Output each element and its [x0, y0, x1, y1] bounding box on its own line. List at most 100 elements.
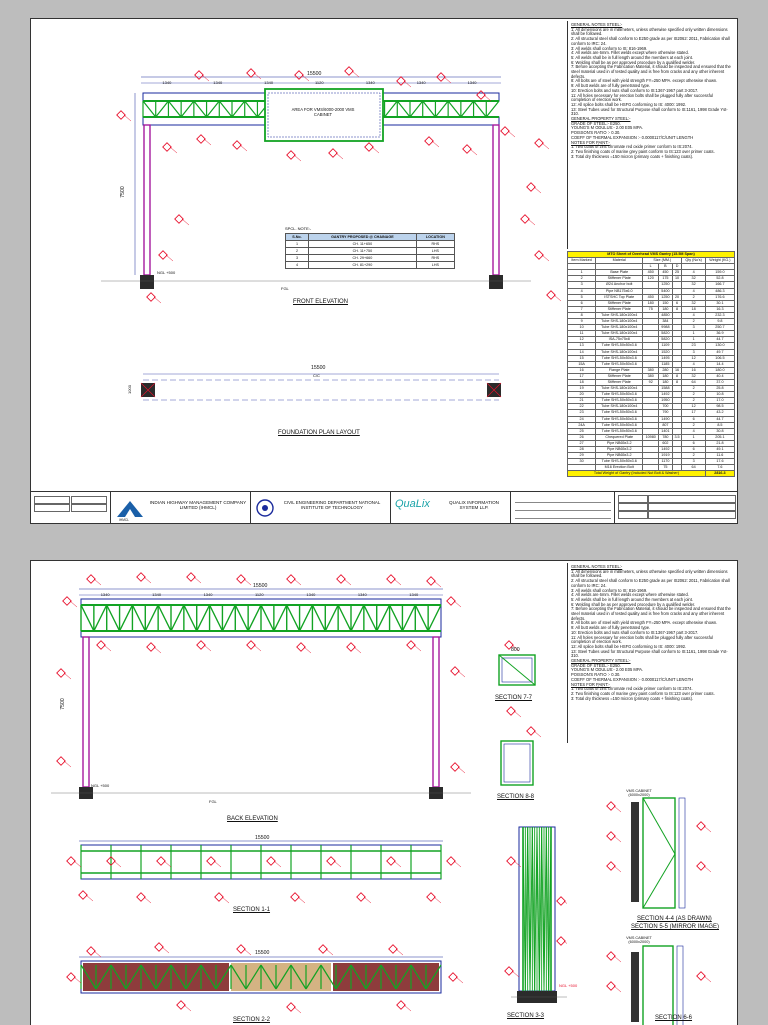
bay-dimension: 1340 [264, 80, 274, 85]
mto-cell: 486.3 [704, 287, 736, 295]
spcl-cell: RHS [415, 254, 456, 262]
mto-cell: Stiffener Plate [595, 378, 644, 387]
leader-line [183, 1004, 192, 1012]
callout-marker [174, 214, 184, 224]
leader-line [63, 672, 72, 680]
note-item: 9: All butt welds are of fully penetrate… [571, 83, 651, 89]
mto-cell: 40.4 [704, 372, 736, 380]
mto-cell: 807 [658, 421, 673, 429]
mto-cell: 10 [566, 324, 597, 332]
mto-cell: Tube SHS-50x50x3.6 [595, 360, 644, 368]
mto-cell: 205.1 [704, 433, 736, 441]
callout-marker [296, 642, 306, 652]
truss-diagonal [200, 964, 217, 990]
spcl-cell: RHS [415, 240, 456, 248]
mto-cell: 98.5 [704, 403, 736, 411]
callout-marker [446, 856, 456, 866]
callout-marker [78, 890, 88, 900]
truss-diagonal [208, 604, 224, 632]
mto-cell: 175 [658, 275, 673, 283]
truss-diagonal [350, 964, 367, 990]
paint-item: 1: Two coats of zinc chromate red oxide … [571, 686, 693, 692]
mto-cell: 27 [566, 439, 597, 448]
leader-line [161, 946, 170, 954]
mto-cell: Tube SHS-50x50x3.6 [595, 458, 644, 466]
mto-cell: 16 [681, 366, 706, 374]
leader-line [403, 80, 412, 88]
truss-diagonal [155, 100, 169, 118]
truss-diagonal [275, 964, 292, 990]
mto-cell: 12 [681, 354, 706, 362]
callout-marker [504, 640, 514, 650]
mto-cell: 11.6 [704, 452, 736, 460]
mto-cell: 232.3 [704, 311, 736, 320]
leader-line [239, 144, 248, 152]
callout-marker [186, 572, 196, 582]
truss-diagonal [155, 964, 172, 990]
drawing-info-cell [615, 492, 737, 523]
spcl-cell: 2 [285, 247, 309, 255]
general-notes-panel-2: GENERAL NOTES STEEL:-1: All dimensions a… [567, 563, 735, 743]
spcl-cell: 3 [285, 254, 309, 262]
mto-cell: 2 [681, 293, 706, 301]
leader-line [613, 835, 622, 843]
mto-cell: 1185 [658, 360, 673, 368]
mto-cell: 14 [566, 348, 597, 356]
property-item: GRADE OF STEEL:- E250. [571, 120, 621, 126]
note-item: 8: All bolts are of steel with yield str… [571, 78, 718, 84]
truss-diagonal [363, 604, 378, 632]
mto-cell: 4 [566, 287, 597, 295]
section-1-1-span: 15500 [255, 835, 270, 841]
leader-line [395, 948, 404, 956]
truss-diagonal [434, 100, 449, 118]
mto-cell: 49.7 [704, 348, 736, 356]
leader-line [181, 218, 190, 226]
truss-diagonal [473, 100, 487, 118]
mto-cell: 2 [681, 385, 706, 393]
mto-cell: 32 [681, 281, 706, 289]
leader-line [431, 140, 440, 148]
bay-dimension: 1340 [306, 592, 316, 597]
mto-cell: ISTSHC Top Plate [595, 293, 644, 301]
mto-cell: 1170 [658, 458, 673, 466]
leader-line [73, 860, 82, 868]
leader-line [413, 644, 422, 652]
mto-cell: ISA-75x75x8 [595, 336, 644, 344]
note-item: 5: All welds shall be in full length aro… [571, 54, 693, 60]
truss-diagonal [273, 604, 288, 632]
truss-diagonal [298, 604, 314, 632]
mto-cell: 106.5 [704, 354, 736, 362]
note-item: 5: All welds shall be in full length aro… [571, 596, 693, 602]
front-fgl-label: FGL [281, 286, 289, 291]
callout-marker [386, 574, 396, 584]
truss-diagonal [157, 604, 172, 632]
note-item: 2: All structural steel shall conform to… [571, 578, 730, 588]
leader-line [563, 940, 567, 944]
callout-marker [56, 668, 66, 678]
mto-cell: 29 [566, 452, 597, 460]
mto-cell: 1 [681, 330, 706, 338]
foundation-cc-label: C/C [313, 373, 320, 378]
note-item: 7: Before accepting the Fabrication Mate… [571, 606, 731, 621]
mto-cell: 23 [681, 342, 706, 350]
callout-marker [356, 892, 366, 902]
leader-line [703, 865, 712, 873]
leader-line [513, 860, 522, 868]
note-item: 2: All structural steel shall conform to… [571, 36, 730, 46]
mto-cell: 2 [681, 391, 706, 399]
mto-cell: 176.6 [704, 293, 736, 301]
truss-diagonal [447, 100, 462, 118]
mto-cell: 180.0 [704, 366, 736, 374]
truss-diagonal [206, 100, 220, 118]
mto-cell: 780 [658, 433, 673, 441]
mto-cell: 12 [566, 336, 597, 344]
mto-cell: 2 [681, 452, 706, 460]
callout-marker [606, 981, 616, 991]
mto-cell: 25 [566, 427, 597, 435]
leader-line [433, 580, 442, 588]
mto-cell: 700 [658, 403, 673, 411]
